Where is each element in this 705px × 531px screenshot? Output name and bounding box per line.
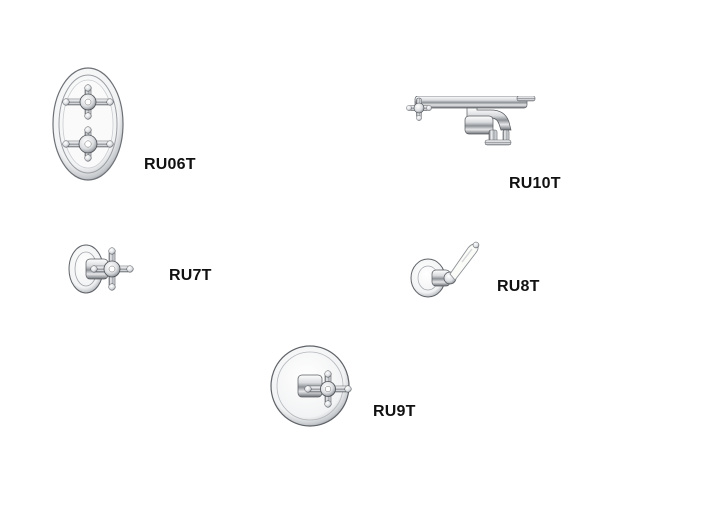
product-ru9t[interactable]: RU9T bbox=[270, 345, 430, 427]
cross-handle-stop-valve-icon bbox=[68, 244, 134, 294]
product-code: RU06T bbox=[144, 156, 196, 173]
product-ru8t[interactable]: RU8T bbox=[410, 238, 550, 300]
product-code: RU10T bbox=[509, 175, 561, 192]
product-code: RU7T bbox=[169, 267, 212, 284]
product-ru06t[interactable]: RU06T bbox=[52, 66, 202, 182]
twin-handle-thermostatic-valve-icon bbox=[52, 67, 124, 181]
concealed-thermostatic-valve-icon bbox=[270, 345, 352, 427]
product-code: RU9T bbox=[373, 403, 416, 420]
product-ru7t[interactable]: RU7T bbox=[68, 243, 218, 295]
product-code: RU8T bbox=[497, 278, 540, 295]
lever-handle-stop-valve-icon bbox=[410, 241, 480, 298]
bath-shower-mixer-icon bbox=[406, 96, 536, 146]
product-ru10t[interactable]: RU10T bbox=[405, 96, 565, 196]
